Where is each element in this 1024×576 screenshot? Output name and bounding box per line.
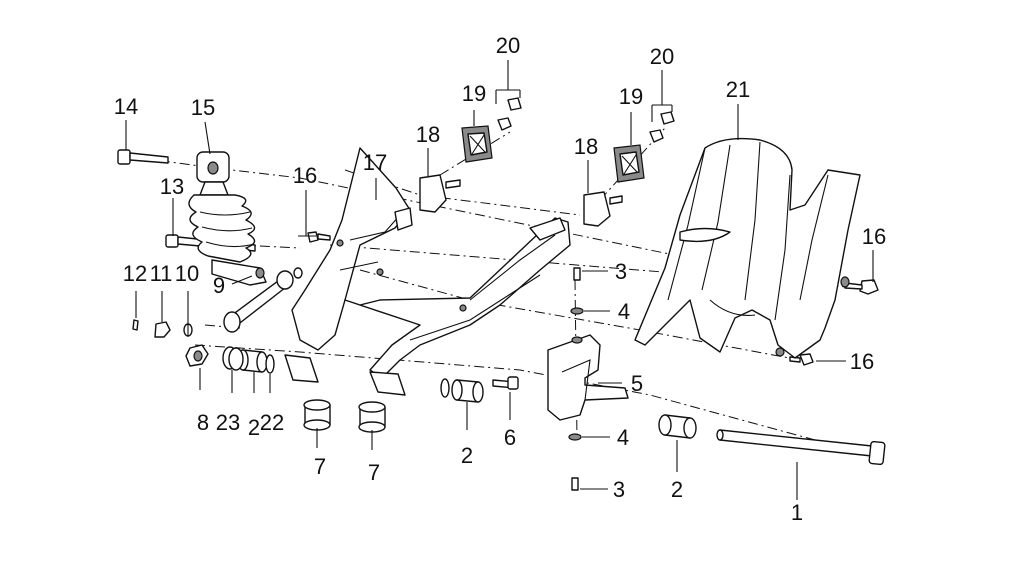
callout-8: 8 xyxy=(197,410,209,435)
spacer-bushing-center xyxy=(451,379,484,403)
rubber-mount-left xyxy=(461,125,493,163)
axle-bolt xyxy=(716,429,886,466)
rear-fender xyxy=(634,137,861,359)
callout-12: 12 xyxy=(123,261,147,286)
callout-23: 23 xyxy=(216,410,240,435)
callout-20: 20 xyxy=(650,44,674,69)
bolt-16-right-upper xyxy=(844,279,879,295)
callout-15: 15 xyxy=(191,95,215,120)
callout-19: 19 xyxy=(619,84,643,109)
pivot-bushing-right xyxy=(358,401,386,433)
bolt-16-left xyxy=(293,231,331,279)
nut-11 xyxy=(154,321,171,338)
callout-2: 2 xyxy=(461,443,473,468)
chain-slider-left xyxy=(419,174,461,213)
chain-slider-right xyxy=(583,191,623,227)
callout-2: 2 xyxy=(248,415,260,440)
callout-4: 4 xyxy=(618,299,630,324)
washer-4-upper xyxy=(570,307,584,315)
bolt-16-right-lower xyxy=(789,353,814,366)
rear-shock-absorber xyxy=(188,151,267,286)
callout-19: 19 xyxy=(462,81,486,106)
callout-18: 18 xyxy=(574,134,598,159)
callout-10: 10 xyxy=(175,261,199,286)
shock-link-rod xyxy=(223,270,294,333)
bolt-3-lower xyxy=(571,477,579,491)
callout-14: 14 xyxy=(114,94,138,119)
callout-16: 16 xyxy=(293,163,317,188)
callout-4: 4 xyxy=(617,425,629,450)
spacer-bushing-right xyxy=(658,414,697,439)
cotter-pin-12 xyxy=(132,319,139,331)
leader-lines xyxy=(125,60,874,500)
callout-21: 21 xyxy=(726,77,750,102)
callout-9: 9 xyxy=(213,273,225,298)
bolt-6 xyxy=(440,376,519,398)
bolt-3-upper xyxy=(573,267,581,281)
collar-washer xyxy=(222,346,244,371)
callout-3: 3 xyxy=(613,477,625,502)
callout-22: 22 xyxy=(260,410,284,435)
callout-16: 16 xyxy=(862,224,886,249)
flange-nut xyxy=(185,344,209,367)
callout-3: 3 xyxy=(615,259,627,284)
nut-20-right xyxy=(649,111,675,143)
callout-7: 7 xyxy=(314,454,326,479)
callout-2: 2 xyxy=(671,477,683,502)
swing-arm xyxy=(284,147,571,396)
callout-6: 6 xyxy=(504,425,516,450)
callout-5: 5 xyxy=(631,371,643,396)
o-ring xyxy=(265,354,275,374)
callout-11: 11 xyxy=(150,261,173,286)
callout-18: 18 xyxy=(416,122,440,147)
callout-labels: 1 2 2 2 3 3 4 4 5 6 7 7 8 9 10 11 12 13 … xyxy=(114,33,886,525)
nut-20-left xyxy=(497,97,522,131)
pivot-bushing-left xyxy=(303,399,331,431)
washer-4-lower xyxy=(568,433,582,441)
callout-7: 7 xyxy=(368,460,380,485)
callout-13: 13 xyxy=(160,174,184,199)
callout-17: 17 xyxy=(363,150,387,175)
axle-block xyxy=(547,334,629,421)
shock-bolt-upper xyxy=(117,149,169,165)
callout-16: 16 xyxy=(850,349,874,374)
callout-1: 1 xyxy=(791,500,803,525)
callout-20: 20 xyxy=(496,33,520,58)
rubber-mount-right xyxy=(613,144,645,183)
